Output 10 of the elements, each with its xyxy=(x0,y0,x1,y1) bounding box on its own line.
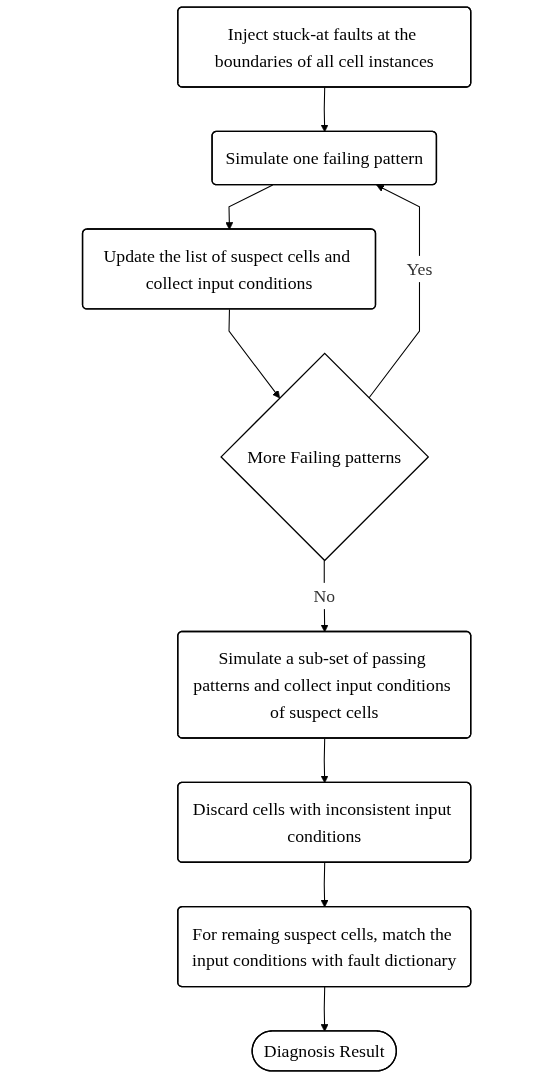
node-diamond: More Failing patterns xyxy=(220,352,430,562)
arrow xyxy=(320,86,329,133)
arrow xyxy=(368,184,420,399)
edge-label: Yes xyxy=(406,259,433,279)
arrow xyxy=(228,308,280,399)
arrow xyxy=(320,862,329,908)
arrow xyxy=(225,184,274,230)
arrow xyxy=(320,737,329,784)
arrow xyxy=(320,986,329,1032)
edge-label: No xyxy=(313,586,335,606)
